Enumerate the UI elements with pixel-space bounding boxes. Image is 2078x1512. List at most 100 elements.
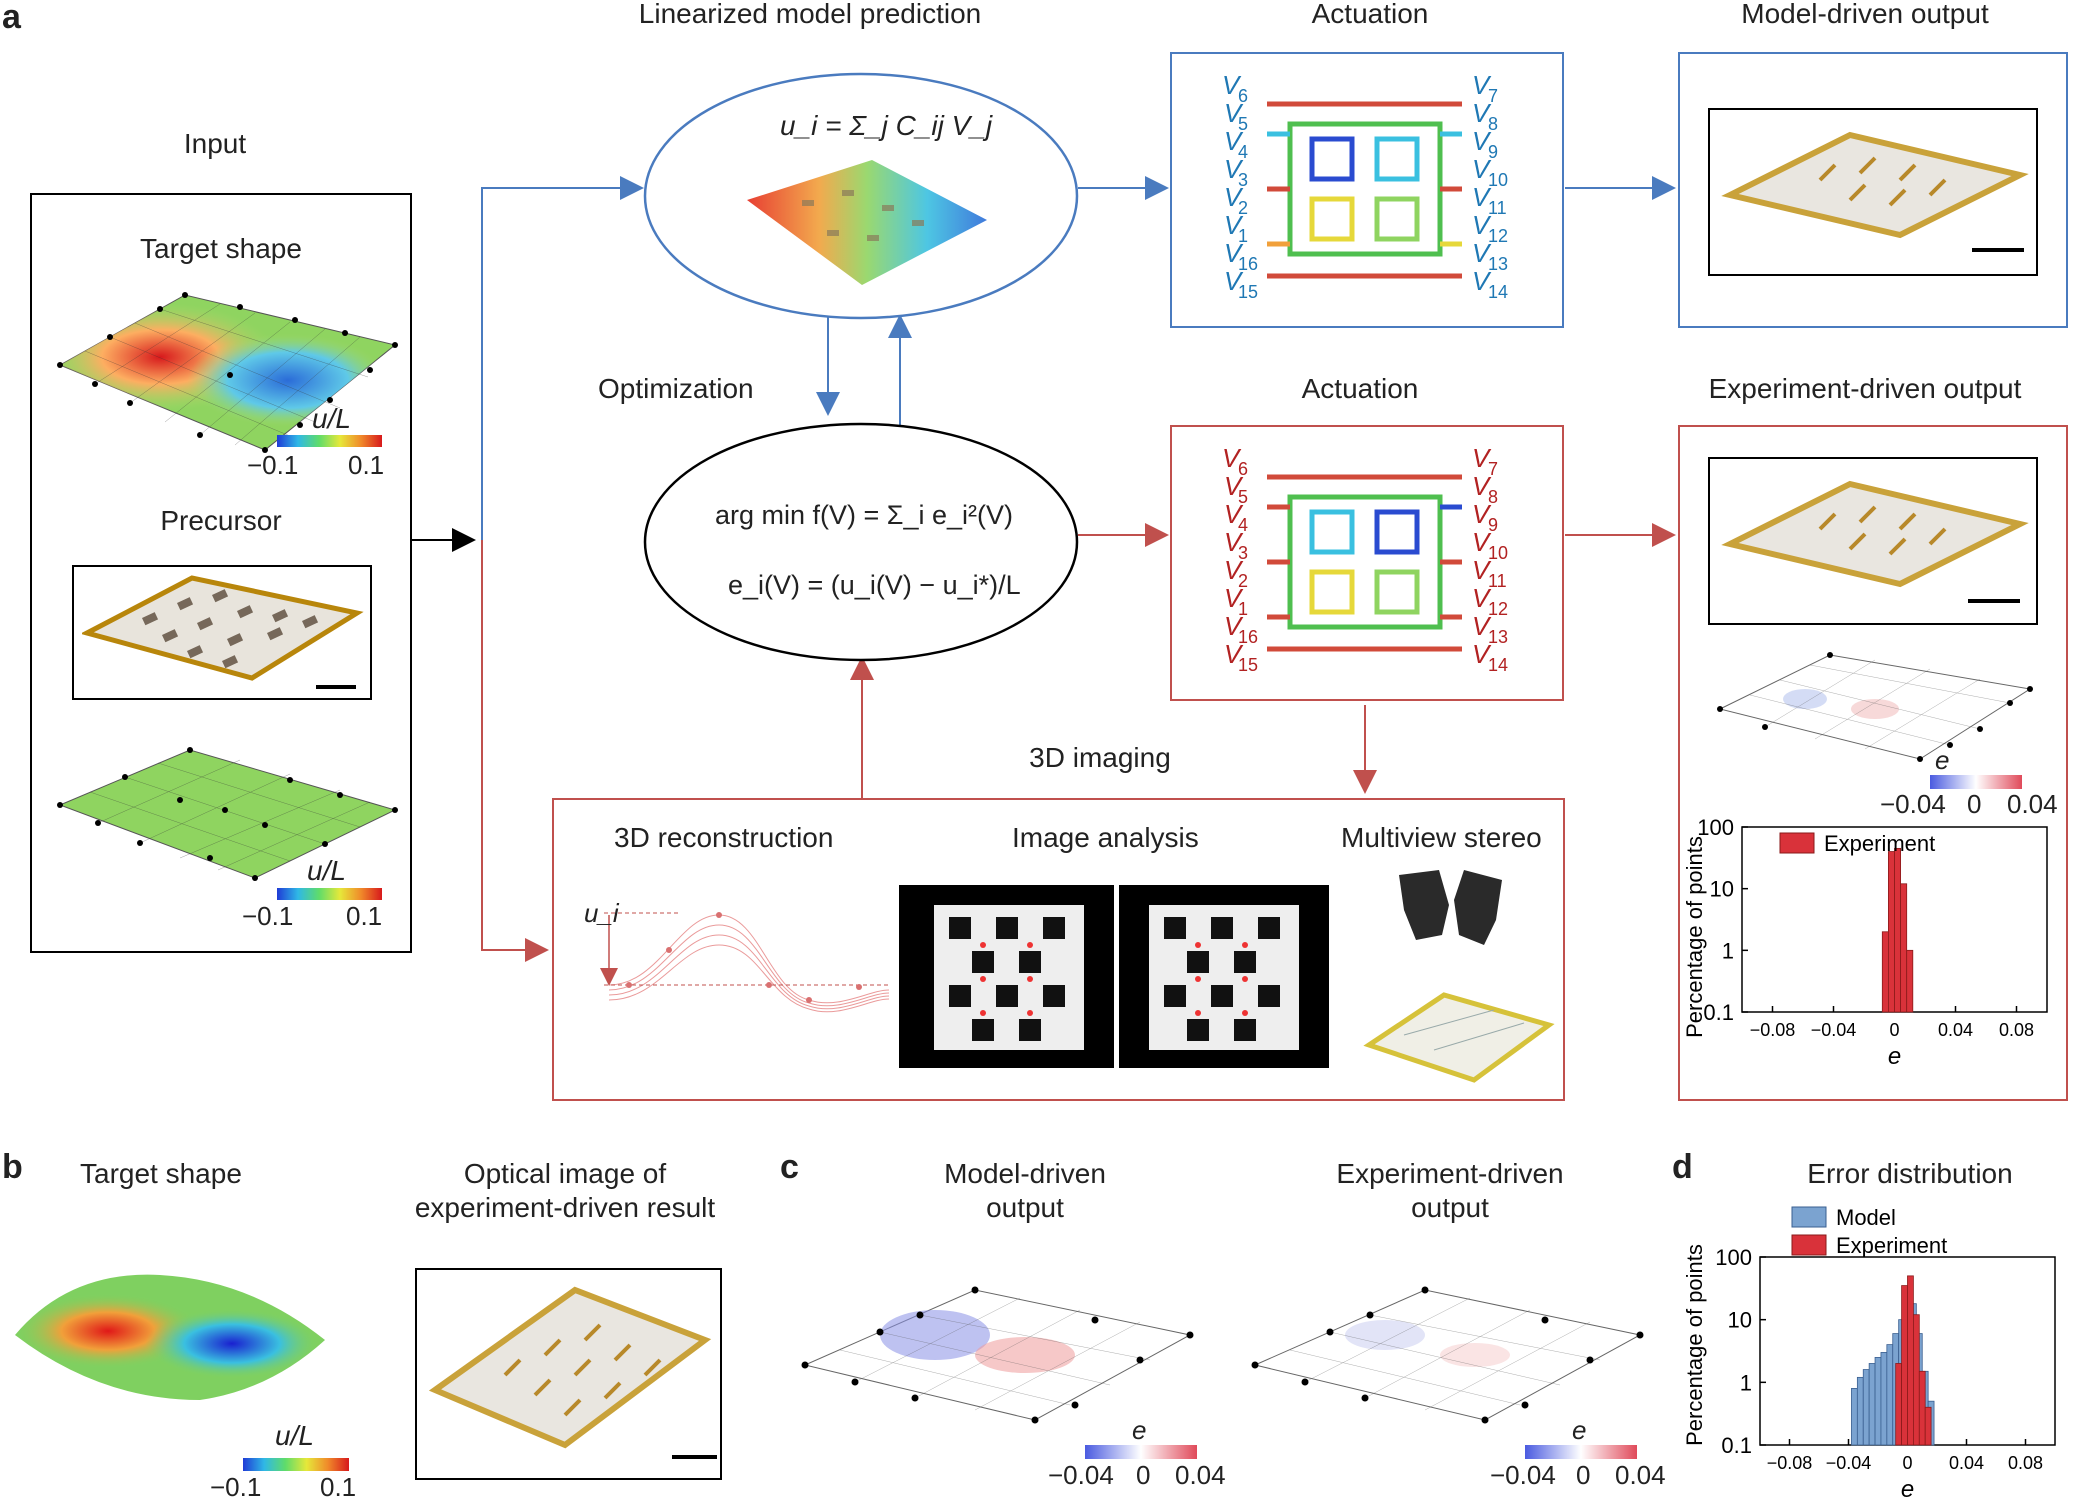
y-tick-label: 100 (1715, 1245, 1752, 1270)
svg-text:11: 11 (1488, 198, 1507, 218)
svg-text:7: 7 (1488, 86, 1498, 106)
scale-bar (316, 685, 356, 689)
svg-text:4: 4 (1238, 515, 1248, 535)
c-colorbar-1 (1085, 1445, 1197, 1459)
svg-text:3: 3 (1238, 543, 1248, 563)
model-output-image-frame (1708, 108, 2038, 276)
c-e-min-2: −0.04 (1490, 1460, 1556, 1490)
input-cb-min-1: −0.1 (247, 450, 299, 480)
b-optical-title-1: Optical image of (463, 1158, 667, 1189)
panel-label-c: c (780, 1148, 799, 1186)
experiment-scale-bar (1968, 599, 2020, 603)
svg-text:13: 13 (1488, 627, 1508, 647)
legend-swatch (1791, 1206, 1827, 1228)
c-e-label-2: e (1572, 1415, 1587, 1445)
analysis-image-1 (899, 885, 1114, 1068)
analysis-image-2 (1119, 885, 1329, 1068)
svg-text:7: 7 (1488, 459, 1498, 479)
c-model-surface (801, 1286, 1194, 1424)
exp-error-colorbar (1930, 775, 2022, 789)
flat-shape-surface (57, 747, 398, 881)
c-e-min-1: −0.04 (1048, 1460, 1114, 1490)
histogram-bar (1887, 851, 1895, 1013)
histogram-bar (1881, 931, 1889, 1013)
input-colorbar-2 (277, 888, 382, 900)
svg-text:3: 3 (1238, 170, 1248, 190)
y-tick-label: 10 (1710, 877, 1734, 902)
model-output-box (1678, 52, 2068, 328)
input-cb-max-1: 0.1 (348, 450, 385, 480)
x-tick-label: −0.04 (1811, 1020, 1857, 1040)
target-shape-surface (57, 292, 398, 453)
panel-label-d: d (1672, 1148, 1693, 1186)
svg-text:V: V (1472, 238, 1492, 268)
y-tick-label: 0.1 (1703, 1000, 1734, 1025)
red-path (481, 540, 549, 962)
c-exp-title-2: output (1411, 1192, 1489, 1223)
actuation-top-title: Actuation (1311, 0, 1429, 29)
histogram-bar (1868, 1363, 1876, 1446)
svg-text:V: V (1472, 527, 1492, 557)
svg-text:9: 9 (1488, 515, 1498, 535)
histogram-bar (1924, 1406, 1932, 1446)
b-cb-label: u/L (275, 1420, 314, 1451)
b-optical-frame (415, 1268, 722, 1480)
stereo-label: Multiview stereo (1341, 822, 1542, 853)
error-distribution-chart: Percentage of points 1001010.1−0.08−0.04… (1682, 1205, 2056, 1503)
svg-text:V: V (1224, 98, 1244, 128)
svg-text:V: V (1472, 555, 1492, 585)
exp-e-min: −0.04 (1880, 789, 1946, 819)
imaging-title: 3D imaging (1029, 742, 1171, 773)
x-axis-label: e (1901, 1476, 1914, 1503)
histogram-bar (1895, 1363, 1902, 1446)
opt-eq2: e_i(V) = (u_i(V) − u_i*)/L (728, 570, 1021, 600)
legend-label: Experiment (1824, 831, 1935, 856)
histogram-bar (1886, 1344, 1894, 1446)
input-cb-min-2: −0.1 (242, 901, 294, 931)
svg-text:12: 12 (1488, 226, 1508, 246)
c-colorbar-2 (1525, 1445, 1637, 1459)
svg-text:V: V (1472, 639, 1492, 669)
svg-text:16: 16 (1238, 627, 1258, 647)
histogram-bar (1906, 949, 1914, 1013)
svg-text:14: 14 (1488, 655, 1508, 675)
input-cb-label-1: u/L (312, 403, 351, 434)
svg-text:6: 6 (1238, 86, 1248, 106)
c-e-max-2: 0.04 (1615, 1460, 1666, 1490)
linearized-equation: u_i = Σ_j C_ij V_j (780, 110, 993, 141)
input-colorbar-1 (277, 435, 382, 447)
b-optical-image (428, 1286, 712, 1449)
svg-text:V: V (1472, 182, 1492, 212)
svg-text:V: V (1224, 154, 1244, 184)
svg-text:V: V (1222, 70, 1242, 100)
input-cb-label-2: u/L (307, 855, 346, 886)
panel-label-b: b (2, 1148, 23, 1186)
x-tick-label: 0 (1889, 1020, 1899, 1040)
exp-e-max: 0.04 (2007, 789, 2058, 819)
svg-text:1: 1 (1238, 226, 1248, 246)
c-e-mid-2: 0 (1576, 1460, 1591, 1490)
precursor-image (82, 575, 364, 681)
svg-text:V: V (1224, 266, 1244, 296)
histogram-bar (1862, 1369, 1870, 1446)
input-box: Target shape u/L −0.1 0.1 Precursor (30, 193, 412, 953)
experiment-output-title: Experiment-driven output (1708, 373, 2022, 404)
svg-text:5: 5 (1238, 114, 1248, 134)
model-scale-bar (1972, 248, 2024, 252)
d-title: Error distribution (1807, 1158, 2013, 1189)
y-tick-label: 10 (1728, 1308, 1752, 1333)
panel-label-a: a (2, 0, 21, 36)
svg-text:12: 12 (1488, 599, 1508, 619)
svg-text:2: 2 (1238, 571, 1248, 591)
x-tick-label: −0.08 (1750, 1020, 1796, 1040)
svg-text:V: V (1224, 471, 1244, 501)
x-tick-label: 0.04 (1938, 1020, 1973, 1040)
legend-label: Model (1836, 1205, 1896, 1230)
c-model-title-1: Model-driven (944, 1158, 1106, 1189)
reconstruction-plot (600, 912, 890, 1013)
b-scale-bar (672, 1455, 717, 1459)
svg-text:14: 14 (1488, 282, 1508, 302)
